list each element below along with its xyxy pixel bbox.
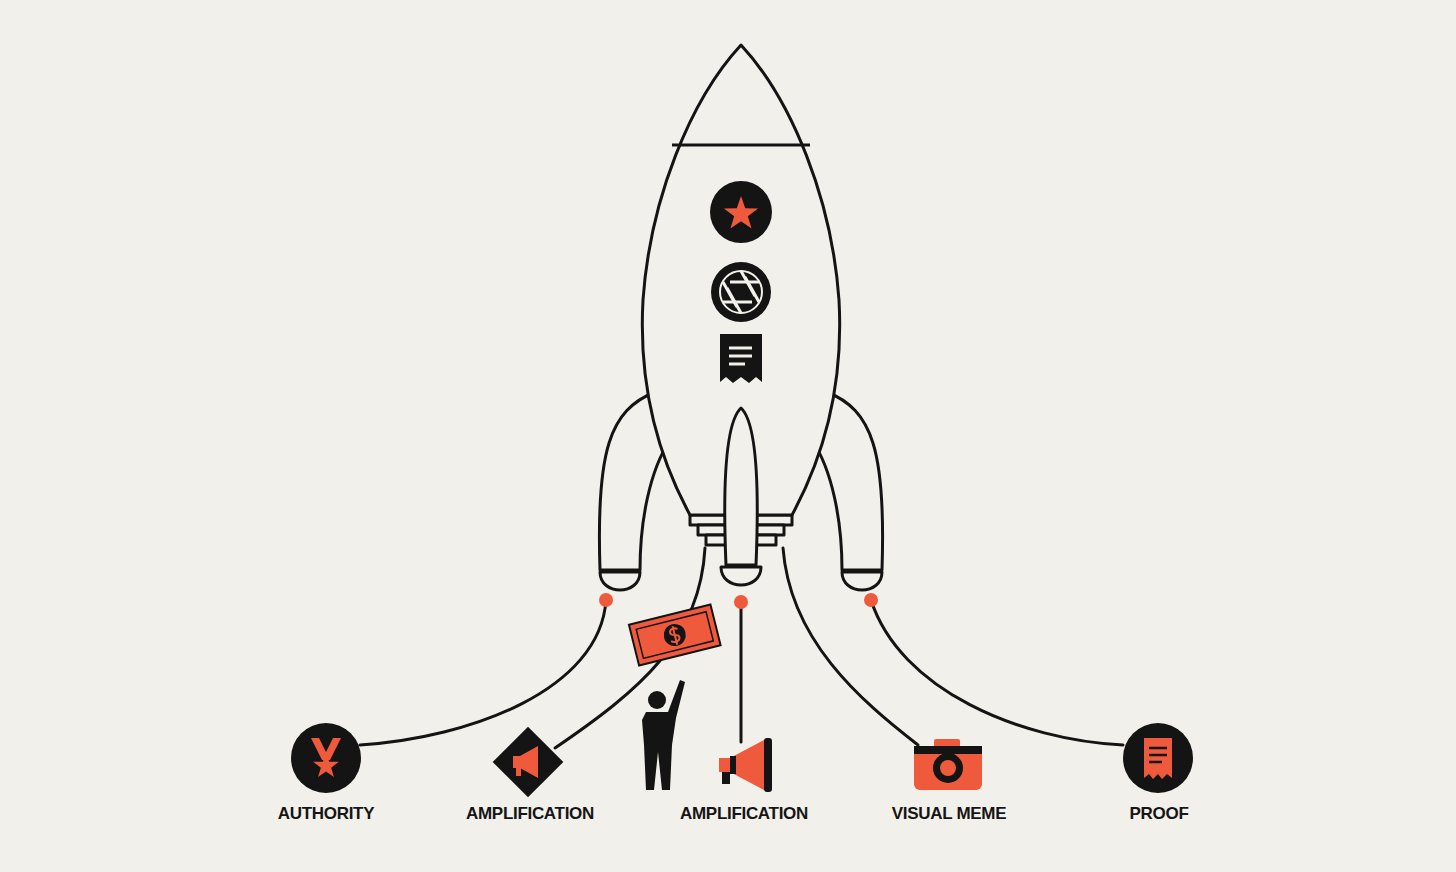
receipt-icon [720,334,762,383]
nose-line [672,144,810,147]
icon-label-node: AUTHORITY [251,718,401,824]
leader-lines [360,548,1123,748]
authority-badge [291,723,361,793]
aperture-center [733,284,749,300]
nozzle [600,572,640,590]
camera-lens [933,753,963,783]
megaphone [719,740,764,790]
icon-label-node: AMPLIFICATION [669,718,819,824]
body-icons [710,181,772,383]
proof-badge [1123,723,1193,793]
icon-label-node: PROOF [1084,718,1234,824]
leader-line [871,600,1123,745]
node-icons [291,723,1193,797]
receipt-lines [729,348,752,364]
orange-dot [864,593,878,607]
node-label: AUTHORITY [276,804,376,824]
node-label: PROOF [1128,804,1191,824]
nozzle [721,567,761,585]
icon-label-node: VISUAL MEME [874,718,1024,824]
leader-line [740,602,743,742]
camera-body [914,746,982,790]
nozzle-dots [599,593,878,609]
aperture-icon [711,262,771,322]
rocket [599,45,882,590]
leader-line [360,600,606,745]
nozzle [842,572,882,590]
node-label: AMPLIFICATION [464,804,596,824]
person-head [648,691,666,709]
orange-dot [599,593,613,607]
center-booster [725,408,757,565]
star [724,196,758,229]
amplification-diamond [493,727,564,798]
proof-document [1144,738,1172,779]
aperture-ring [720,271,762,313]
node-label: AMPLIFICATION [678,804,810,824]
node-label: VISUAL MEME [890,804,1008,824]
medal-star [313,753,339,777]
star-badge [710,181,772,243]
aperture-blades [723,271,759,313]
megaphone-small [513,746,538,778]
person-with-money [629,604,721,790]
orange-dot [734,595,748,609]
icon-label-node: AMPLIFICATION [455,718,605,824]
dollar-bill [629,604,721,665]
person-body [642,680,685,790]
